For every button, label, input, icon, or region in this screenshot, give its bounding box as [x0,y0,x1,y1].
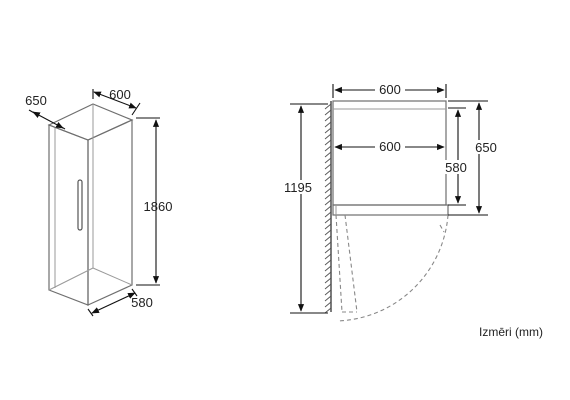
wall-hatch-line [324,169,332,176]
wall-hatch-line [324,253,332,260]
side-height-dimension: 1195 [282,103,328,314]
side-total-depth-dimension: 650 [448,100,502,216]
wall-hatch-line [324,229,332,236]
perspective-height-dimension: 1860 [136,117,173,286]
wall-hatch-line [324,211,332,218]
side-door-depth-dimension: 580 [443,107,473,206]
wall-hatch-line [324,265,332,272]
side-view: 600 600 1195 580 [282,82,502,322]
wall-hatch-line [324,145,332,152]
wall-hatch-line [324,199,332,206]
perspective-height-label: 1860 [144,199,173,214]
wall-hatch-line [324,121,332,128]
units-note: Izmēri (mm) [479,325,543,339]
wall-hatch-line [324,109,332,116]
side-outer-width-dimension: 600 [332,82,447,98]
wall-hatch-line [324,223,332,230]
wall-hatch-line [324,133,332,140]
wall-hatch-line [324,289,332,296]
wall-hatch-line [324,277,332,284]
side-inner-width-dimension: 600 [334,139,445,154]
fridge-body [47,103,134,306]
wall-hatch-line [324,187,332,194]
perspective-bottom-depth-dimension: 580 [87,288,153,317]
side-inner-width-label: 600 [379,139,401,154]
fridge-side-body [332,100,449,216]
wall-hatching [324,101,332,314]
wall-hatch-line [324,271,332,278]
wall-hatch-line [324,301,332,308]
wall-hatch-line [324,127,332,134]
wall-hatch-line [324,283,332,290]
perspective-width-dimension: 600 [92,87,141,116]
door-swing [335,214,449,322]
wall-hatch-line [324,247,332,254]
wall-hatch-line [324,103,332,110]
wall-hatch-line [324,307,332,314]
perspective-bottom-depth-label: 580 [131,295,153,310]
door-handle [77,179,83,231]
wall-hatch-line [324,175,332,182]
side-outer-width-label: 600 [379,82,401,97]
wall-hatch-line [324,235,332,242]
wall-hatch-line [324,163,332,170]
perspective-depth-dimension: 650 [25,93,66,130]
side-total-depth-label: 650 [475,140,497,155]
wall-hatch-line [324,217,332,224]
wall-hatch-line [324,241,332,248]
wall-hatch-line [324,205,332,212]
perspective-view: 650 600 1860 580 [25,87,173,317]
wall-hatch-line [324,193,332,200]
wall-hatch-line [324,295,332,302]
perspective-width-label: 600 [109,87,131,102]
wall-hatch-line [324,157,332,164]
wall-hatch-line [324,259,332,266]
wall-hatch-line [324,151,332,158]
side-height-label: 1195 [284,180,312,195]
wall-hatch-line [324,139,332,146]
side-door-depth-label: 580 [445,160,467,175]
wall-hatch-line [324,181,332,188]
perspective-depth-label: 650 [25,93,47,108]
wall-hatch-line [324,115,332,122]
